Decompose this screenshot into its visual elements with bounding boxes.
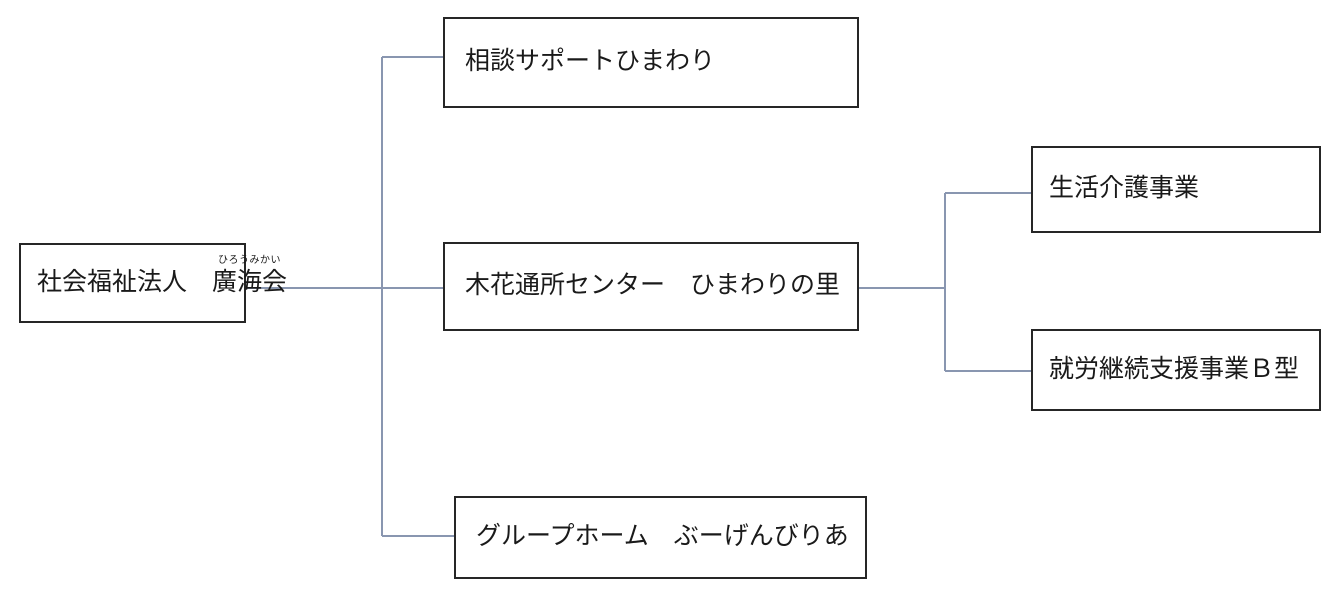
node-shurou-label: 就労継続支援事業Ｂ型: [1049, 355, 1300, 383]
node-group-home-bougenbiria[interactable]: グループホーム ぶーげんびりあ: [454, 496, 867, 579]
node-seikatsu-kaigo-jigyou[interactable]: 生活介護事業: [1031, 146, 1321, 233]
node-shurou-keizoku-shien-jigyou-b[interactable]: 就労継続支援事業Ｂ型: [1031, 329, 1321, 411]
node-soudan-support-himawari[interactable]: 相談サポートひまわり: [443, 17, 859, 108]
node-root-label-prefix: 社会福祉法人: [37, 268, 213, 296]
ruby-base-hiroumikai: 廣海会: [212, 268, 288, 296]
ruby-text-hiroumikai: ひろうみかい: [218, 254, 282, 266]
node-seikatsu-label: 生活介護事業: [1049, 175, 1200, 203]
node-grouphome-label: グループホーム ぶーげんびりあ: [476, 523, 849, 551]
node-root-label: 社会福祉法人 ひろうみかい廣海会: [37, 255, 288, 298]
node-soudan-label: 相談サポートひまわり: [465, 48, 716, 76]
node-kihana-label: 木花通所センター ひまわりの里: [465, 272, 841, 300]
node-root-shakai-fukushi-houjin[interactable]: 社会福祉法人 ひろうみかい廣海会: [19, 243, 287, 323]
ruby-hiroumikai: ひろうみかい廣海会: [212, 255, 288, 298]
node-kihana-tsuusho-center[interactable]: 木花通所センター ひまわりの里: [443, 242, 859, 331]
